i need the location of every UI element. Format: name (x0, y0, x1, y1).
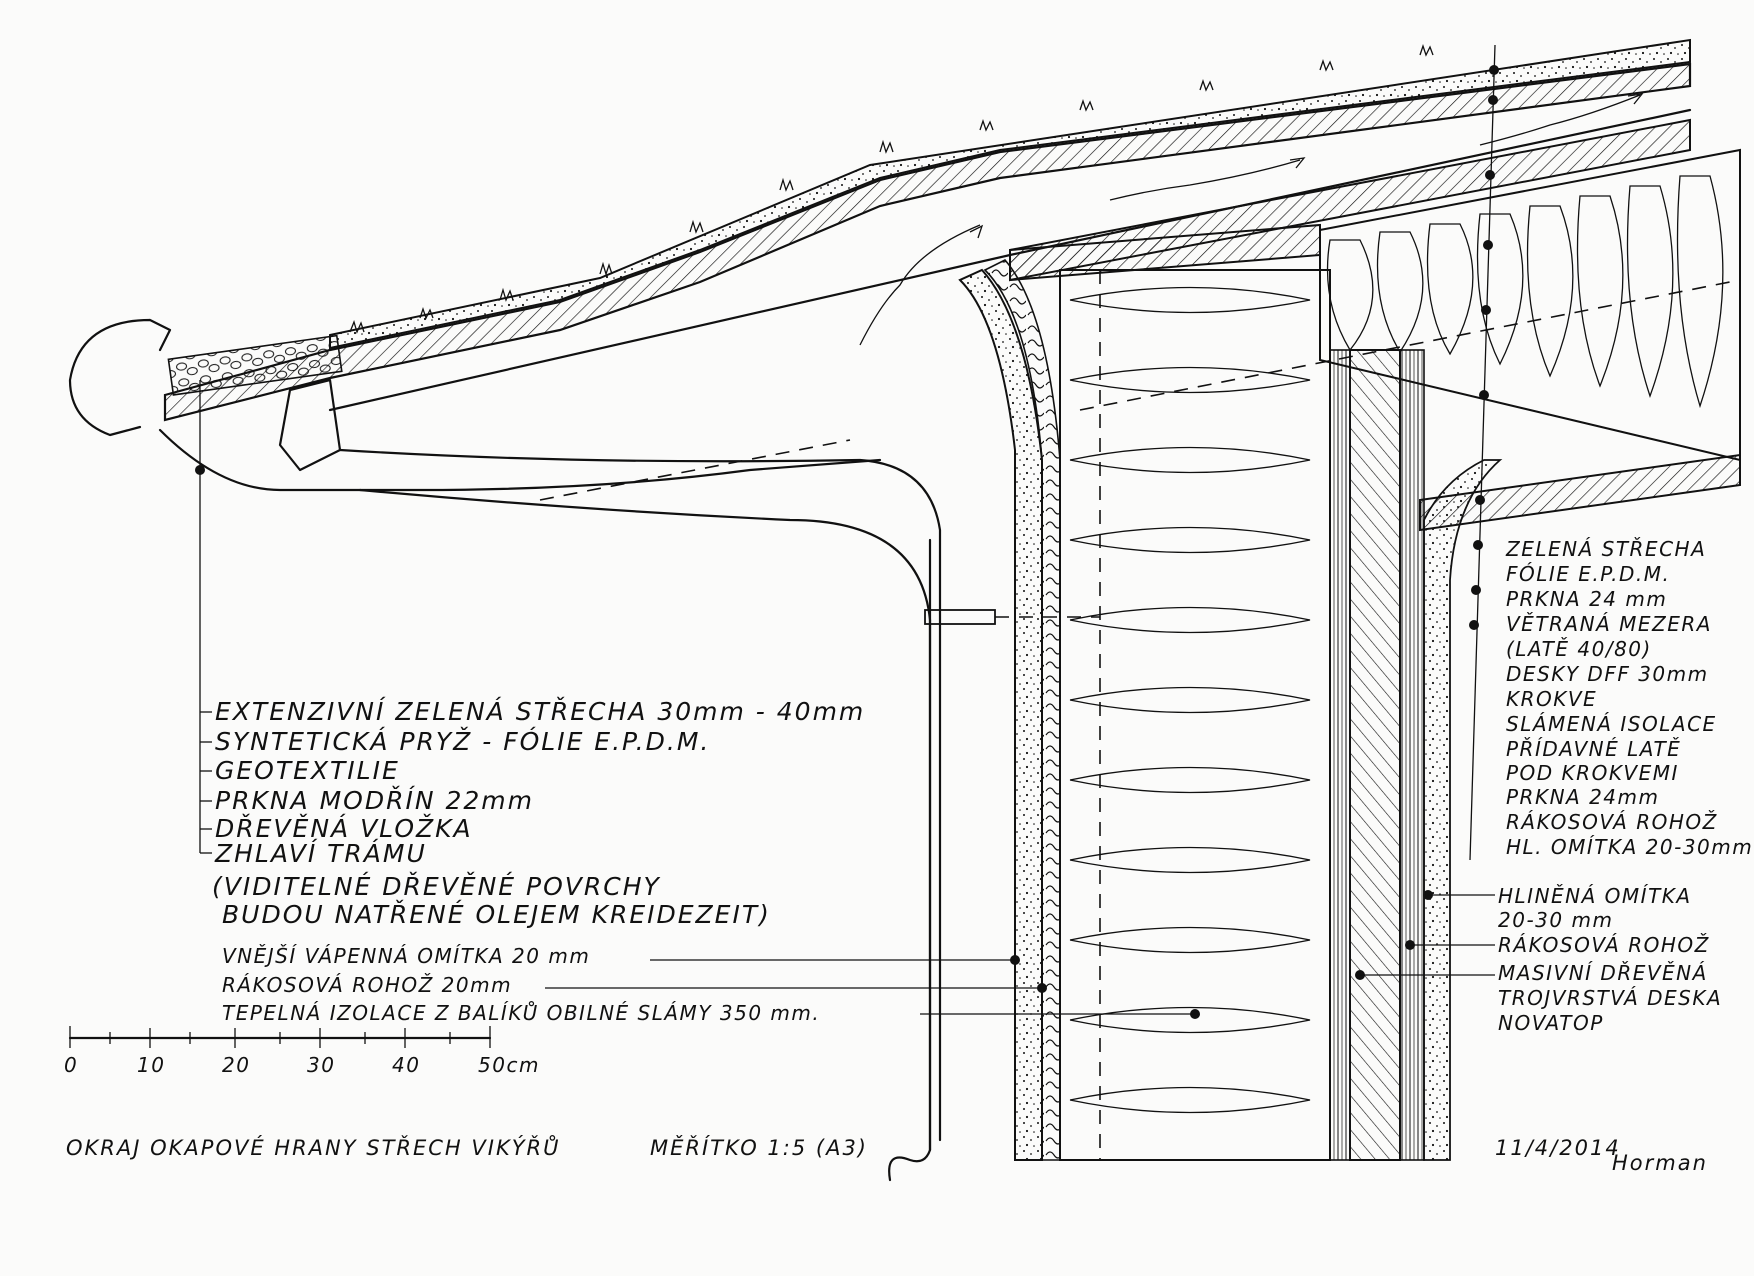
right-leader-line (1469, 44, 1496, 861)
green-roof-substrate (329, 38, 1691, 350)
left-note: (VIDITELNÉ DŘEVĚNÉ POVRCHY (212, 872, 661, 901)
leader-dot (1488, 95, 1498, 105)
author-signature: Horman (1612, 1151, 1708, 1175)
scale-label: 40 (392, 1053, 420, 1077)
clay-plaster-layer (1423, 459, 1503, 1161)
right-label: VĚTRANÁ MEZERA (1506, 612, 1712, 636)
leader-dot (1483, 240, 1493, 250)
interior-label: HLINĚNÁ OMÍTKA (1498, 884, 1692, 908)
straw-bale-pattern (1069, 286, 1311, 1114)
right-label: PRKNA 24mm (1506, 785, 1660, 809)
grass-vegetation (349, 43, 1434, 334)
scale-label: 30 (307, 1053, 335, 1077)
eaves-underside (158, 428, 882, 492)
scale-label: 20 (222, 1053, 250, 1077)
drawing-scale: MĚŘÍTKO 1:5 (A3) (650, 1135, 868, 1160)
eaves-hidden-line (539, 439, 851, 501)
left-label: GEOTEXTILIE (215, 756, 400, 785)
leader-dot (1479, 390, 1489, 400)
right-label: ZELENÁ STŘECHA (1505, 537, 1706, 561)
right-labels: ZELENÁ STŘECHA FÓLIE E.P.D.M. PRKNA 24 m… (1505, 537, 1753, 859)
scale-label: 50cm (478, 1053, 540, 1077)
right-label: SLÁMENÁ ISOLACE (1506, 712, 1717, 736)
leader-dot (1489, 65, 1499, 75)
leader-dot (1475, 495, 1485, 505)
title-block: OKRAJ OKAPOVÉ HRANY STŘECH VIKÝŘŮ MĚŘÍTK… (66, 1134, 1708, 1175)
straw-insulation-pattern (1326, 175, 1724, 409)
wall-label: VNĚJŠÍ VÁPENNÁ OMÍTKA 20 mm (222, 944, 590, 968)
scale-bar: 0 10 20 30 40 50cm (64, 1026, 540, 1077)
left-label: EXTENZIVNÍ ZELENÁ STŘECHA 30mm - 40mm (215, 697, 865, 726)
left-label: DŘEVĚNÁ VLOŽKA (215, 814, 473, 843)
scale-label: 10 (137, 1053, 165, 1077)
roof-buildup (163, 38, 1692, 422)
exterior-wall (958, 223, 1503, 1161)
right-label: (LATĚ 40/80) (1506, 637, 1652, 661)
leader-dot (1469, 620, 1479, 630)
interior-label: TROJVRSTVÁ DESKA (1498, 986, 1722, 1010)
right-label: PRKNA 24 mm (1506, 587, 1667, 611)
airflow-arrow (1109, 157, 1306, 201)
right-label: PŘÍDAVNÉ LATĚ (1506, 737, 1681, 761)
rafter-assembly (1079, 148, 1741, 532)
right-leader (195, 44, 1499, 1019)
left-leader (199, 380, 212, 854)
wall-label: TEPELNÁ IZOLACE Z BALÍKŮ OBILNÉ SLÁMY 35… (222, 1001, 820, 1025)
panel-inner-layer (1399, 349, 1425, 1161)
downpipe-elbow (338, 448, 942, 1142)
lime-plaster-layer (958, 268, 1043, 1161)
leader-dot (1481, 305, 1491, 315)
left-label: SYNTETICKÁ PRYŽ - FÓLIE E.P.D.M. (215, 726, 710, 756)
right-label: POD KROKVEMI (1506, 761, 1679, 785)
left-label: ZHLAVÍ TRÁMU (214, 839, 427, 868)
interior-label: MASIVNÍ DŘEVĚNÁ (1498, 961, 1708, 985)
wall-leaders (545, 959, 1195, 1015)
airflow-arrow (1479, 93, 1644, 146)
interior-label: RÁKOSOVÁ ROHOŽ (1498, 933, 1710, 957)
drawing-date: 11/4/2014 (1495, 1136, 1621, 1160)
interior-label: NOVATOP (1498, 1011, 1604, 1035)
rafter-hidden-line (1079, 279, 1741, 411)
rain-gutter (68, 318, 172, 437)
drawing-title: OKRAJ OKAPOVÉ HRANY STŘECH VIKÝŘŮ (66, 1134, 561, 1160)
leader-dot (1473, 540, 1483, 550)
interior-label: 20-30 mm (1498, 908, 1613, 932)
leader-dot (1485, 170, 1495, 180)
roof-boards-hatched (163, 62, 1692, 422)
novatop-panel (1349, 349, 1401, 1161)
right-label: RÁKOSOVÁ ROHOŽ (1506, 810, 1718, 834)
wall-labels: VNĚJŠÍ VÁPENNÁ OMÍTKA 20 mm RÁKOSOVÁ ROH… (222, 944, 820, 1025)
pipe-clamp (924, 609, 996, 625)
wall-label: RÁKOSOVÁ ROHOŽ 20mm (222, 973, 512, 997)
solid-wood-panel-grain (1329, 349, 1351, 1161)
downpipe-shaft (888, 538, 932, 1182)
right-label: DESKY DFF 30mm (1506, 662, 1709, 686)
gravel-strip (167, 334, 343, 396)
scale-label: 0 (64, 1053, 78, 1077)
right-label: KROKVE (1506, 687, 1597, 711)
left-label: PRKNA MODŘÍN 22mm (215, 786, 534, 815)
ceiling-boards (1419, 453, 1741, 532)
right-label: FÓLIE E.P.D.M. (1506, 562, 1670, 586)
gutter-eaves (68, 318, 882, 501)
beam-head (278, 378, 342, 472)
right-label: HL. OMÍTKA 20-30mm (1506, 835, 1753, 859)
interior-labels: HLINĚNÁ OMÍTKA 20-30 mm RÁKOSOVÁ ROHOŽ M… (1498, 884, 1722, 1035)
airflow-arrow (859, 224, 984, 346)
left-labels: EXTENZIVNÍ ZELENÁ STŘECHA 30mm - 40mm SY… (212, 697, 865, 929)
leader-dot (1471, 585, 1481, 595)
left-note: BUDOU NATŘENÉ OLEJEM KREIDEZEIT) (222, 900, 771, 929)
